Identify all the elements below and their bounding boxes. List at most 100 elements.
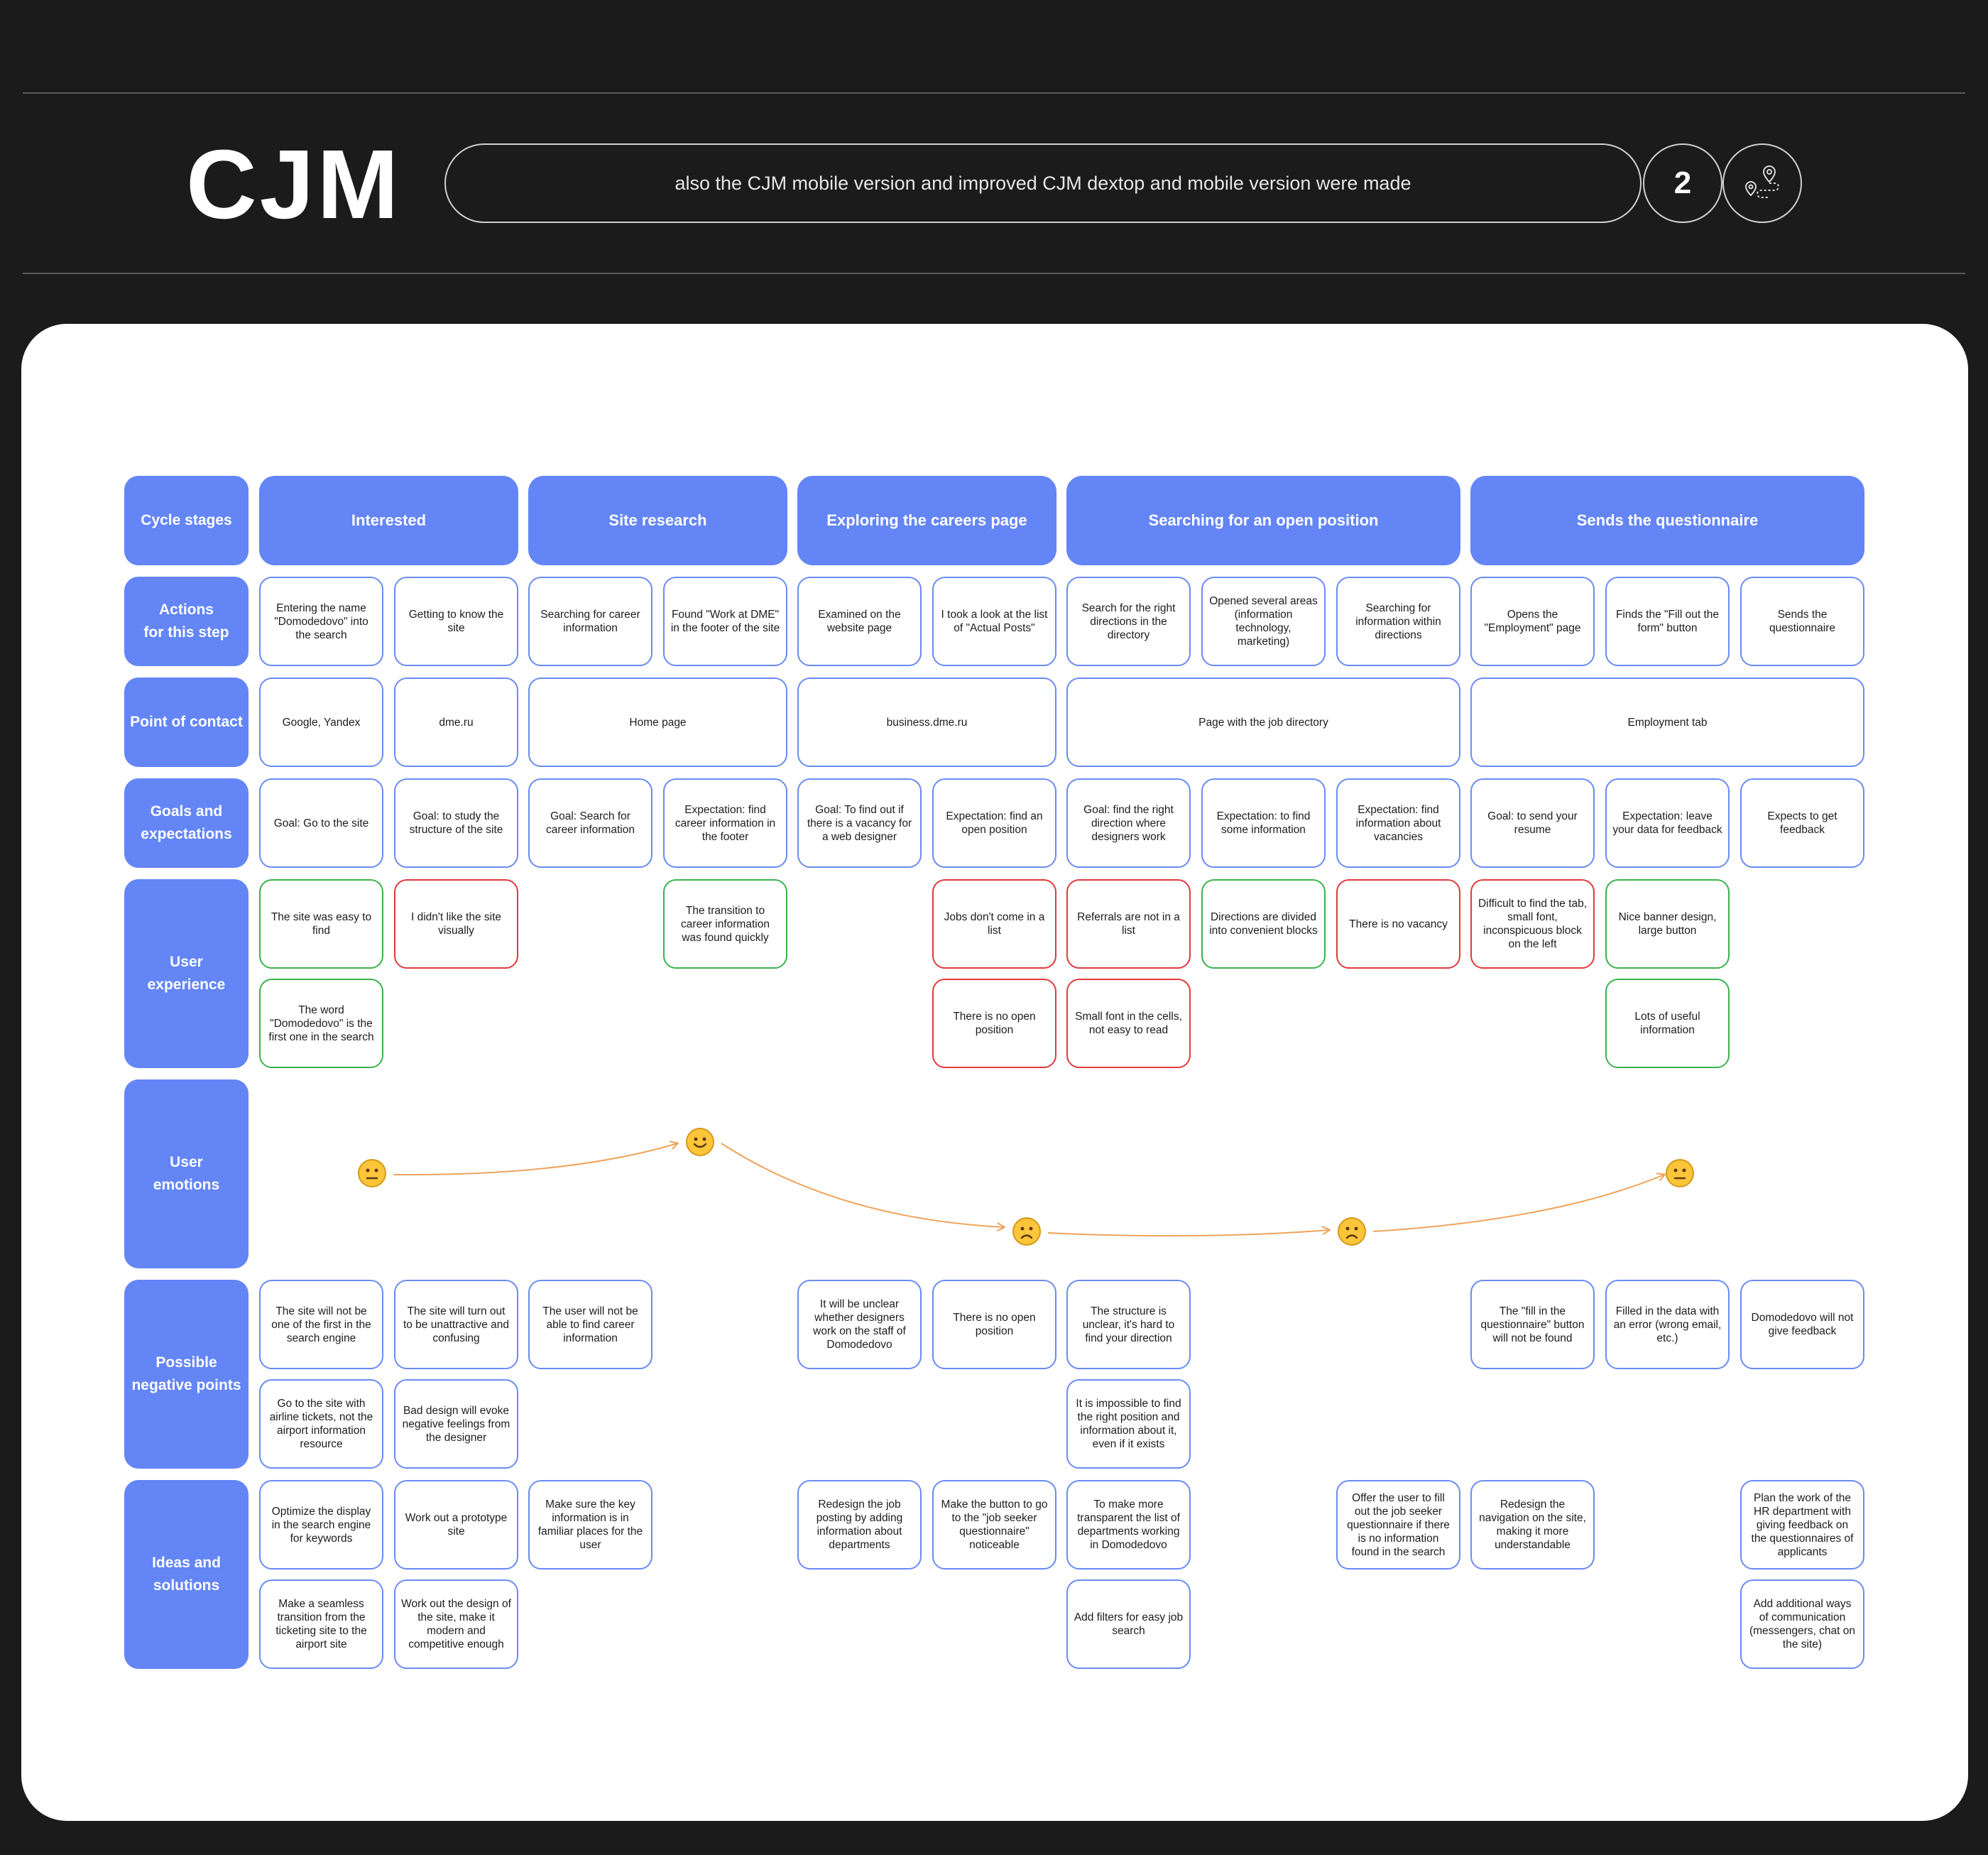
stage-exploring-careers: Exploring the careers page	[797, 476, 1056, 565]
negative-point-card: Domodedovo will not give feedback	[1740, 1280, 1864, 1369]
route-map-icon	[1722, 143, 1802, 223]
experience-card-negative: I didn't like the site visually	[394, 879, 518, 969]
row-label-text: Cycle stages	[141, 512, 232, 528]
contact-card: business.dme.ru	[797, 678, 1056, 767]
emotion-curve-segment	[393, 1143, 677, 1176]
experience-card-negative: Referrals are not in a list	[1066, 879, 1191, 969]
goal-card: Goal: find the right direction where des…	[1066, 778, 1191, 868]
row-label-text: Possible negative points	[131, 1354, 241, 1393]
neutral-face-icon	[358, 1159, 386, 1187]
idea-card: Redesign the navigation on the site, mak…	[1470, 1480, 1595, 1570]
action-card: Search for the right directions in the d…	[1066, 577, 1191, 666]
negative-point-card: The user will not be able to find career…	[528, 1280, 652, 1369]
goal-card: Goal: to study the structure of the site	[394, 778, 518, 868]
experience-card-negative: Jobs don't come in a list	[932, 879, 1056, 969]
emotion-curve-segment	[721, 1143, 1004, 1227]
row-label-text: User experience	[147, 954, 226, 993]
contact-card: Page with the job directory	[1066, 678, 1460, 767]
negative-point-card: The structure is unclear, it's hard to f…	[1066, 1280, 1191, 1369]
goal-card: Expectation: find career information in …	[663, 778, 787, 868]
idea-card: Redesign the job posting by adding infor…	[797, 1480, 922, 1570]
smiling-face-icon	[686, 1128, 714, 1156]
idea-card: Work out the design of the site, make it…	[394, 1579, 518, 1669]
idea-card: Make sure the key information is in fami…	[528, 1480, 652, 1570]
frowning-face-icon	[1338, 1217, 1366, 1246]
frowning-face-icon	[1012, 1217, 1041, 1246]
action-card: Finds the "Fill out the form" button	[1605, 577, 1730, 666]
contact-card: dme.ru	[394, 678, 518, 767]
bottom-divider	[23, 273, 1965, 274]
action-card: Searching for career information	[528, 577, 652, 666]
row-label-ideas: Ideas and solutions	[124, 1480, 248, 1669]
negative-point-card: There is no open position	[932, 1280, 1056, 1369]
stage-interested: Interested	[259, 476, 518, 565]
emotion-curve	[393, 324, 1968, 1237]
experience-card-positive: Directions are divided into convenient b…	[1201, 879, 1326, 969]
goal-card: Goal: To find out if there is a vacancy …	[797, 778, 922, 868]
experience-card-positive: Lots of useful information	[1605, 979, 1730, 1068]
contact-card: Employment tab	[1470, 678, 1864, 767]
negative-point-card: The site will turn out to be unattractiv…	[394, 1280, 518, 1369]
experience-card-negative: There is no open position	[932, 979, 1056, 1068]
subtitle-pill: also the CJM mobile version and improved…	[444, 143, 1642, 223]
row-label-text: Ideas and solutions	[152, 1555, 221, 1594]
action-card: Searching for information within directi…	[1336, 577, 1460, 666]
goal-card: Expectation: leave your data for feedbac…	[1605, 778, 1730, 868]
stage-sends-questionnaire: Sends the questionnaire	[1470, 476, 1864, 565]
experience-card-positive: The transition to career information was…	[663, 879, 787, 969]
idea-card: Optimize the display in the search engin…	[259, 1480, 383, 1570]
goal-card: Expects to get feedback	[1740, 778, 1864, 868]
experience-card-positive: The word "Domodedovo" is the first one i…	[259, 979, 383, 1068]
page-number-badge: 2	[1643, 143, 1722, 223]
goal-card: Expectation: find information about vaca…	[1336, 778, 1460, 868]
top-divider	[23, 92, 1965, 94]
row-label-goals: Goals and expectations	[124, 778, 248, 868]
idea-card: Add filters for easy job search	[1066, 1579, 1191, 1669]
row-label-point-of-contact: Point of contact	[124, 678, 248, 767]
action-card: Sends the questionnaire	[1740, 577, 1864, 666]
row-label-negative-points: Possible negative points	[124, 1280, 248, 1469]
row-label-text: Goals and expectations	[141, 803, 232, 842]
idea-card: Make a seamless transition from the tick…	[259, 1579, 383, 1669]
row-label-text: Point of contact	[130, 714, 243, 730]
action-card: Getting to know the site	[394, 577, 518, 666]
row-label-user-experience: User experience	[124, 879, 248, 1068]
goal-card: Expectation: to find some information	[1201, 778, 1326, 868]
emotion-curve-segment	[1047, 1230, 1329, 1237]
experience-card-positive: The site was easy to find	[259, 879, 383, 969]
negative-point-card: Filled in the data with an error (wrong …	[1605, 1280, 1730, 1369]
experience-card-negative: Small font in the cells, not easy to rea…	[1066, 979, 1191, 1068]
negative-point-card: It is impossible to find the right posit…	[1066, 1379, 1191, 1469]
row-label-text: Actions for this step	[143, 602, 229, 641]
experience-card-negative: There is no vacancy	[1336, 879, 1460, 969]
contact-card: Google, Yandex	[259, 678, 383, 767]
idea-card: Work out a prototype site	[394, 1480, 518, 1570]
action-card: Opened several areas (information techno…	[1201, 577, 1326, 666]
action-card: Examined on the website page	[797, 577, 922, 666]
negative-point-card: It will be unclear whether designers wor…	[797, 1280, 922, 1369]
negative-point-card: Go to the site with airline tickets, not…	[259, 1379, 383, 1469]
action-card: Found "Work at DME" in the footer of the…	[663, 577, 787, 666]
row-label-actions: Actions for this step	[124, 577, 248, 666]
idea-card: Add additional ways of communication (me…	[1740, 1579, 1864, 1669]
goal-card: Goal: to send your resume	[1470, 778, 1595, 868]
action-card: I took a look at the list of "Actual Pos…	[932, 577, 1056, 666]
contact-card: Home page	[528, 678, 787, 767]
stage-site-research: Site research	[528, 476, 787, 565]
experience-card-negative: Difficult to find the tab, small font, i…	[1470, 879, 1595, 969]
stage-searching-position: Searching for an open position	[1066, 476, 1460, 565]
goal-card: Goal: Go to the site	[259, 778, 383, 868]
action-card: Opens the "Employment" page	[1470, 577, 1595, 666]
subtitle-text: also the CJM mobile version and improved…	[674, 172, 1411, 194]
idea-card: Make the button to go to the "job seeker…	[932, 1480, 1056, 1570]
row-label-text: User emotions	[153, 1154, 220, 1193]
emotion-curve-segment	[1372, 1175, 1664, 1232]
cjm-board: Cycle stages Actions for this step Point…	[21, 324, 1968, 1821]
goal-card: Expectation: find an open position	[932, 778, 1056, 868]
negative-point-card: Bad design will evoke negative feelings …	[394, 1379, 518, 1469]
negative-point-card: The "fill in the questionnaire" button w…	[1470, 1280, 1595, 1369]
neutral-face-icon	[1666, 1159, 1694, 1187]
action-card: Entering the name "Domodedovo" into the …	[259, 577, 383, 666]
row-label-cycle-stages: Cycle stages	[124, 476, 248, 565]
row-label-user-emotions: User emotions	[124, 1079, 248, 1268]
